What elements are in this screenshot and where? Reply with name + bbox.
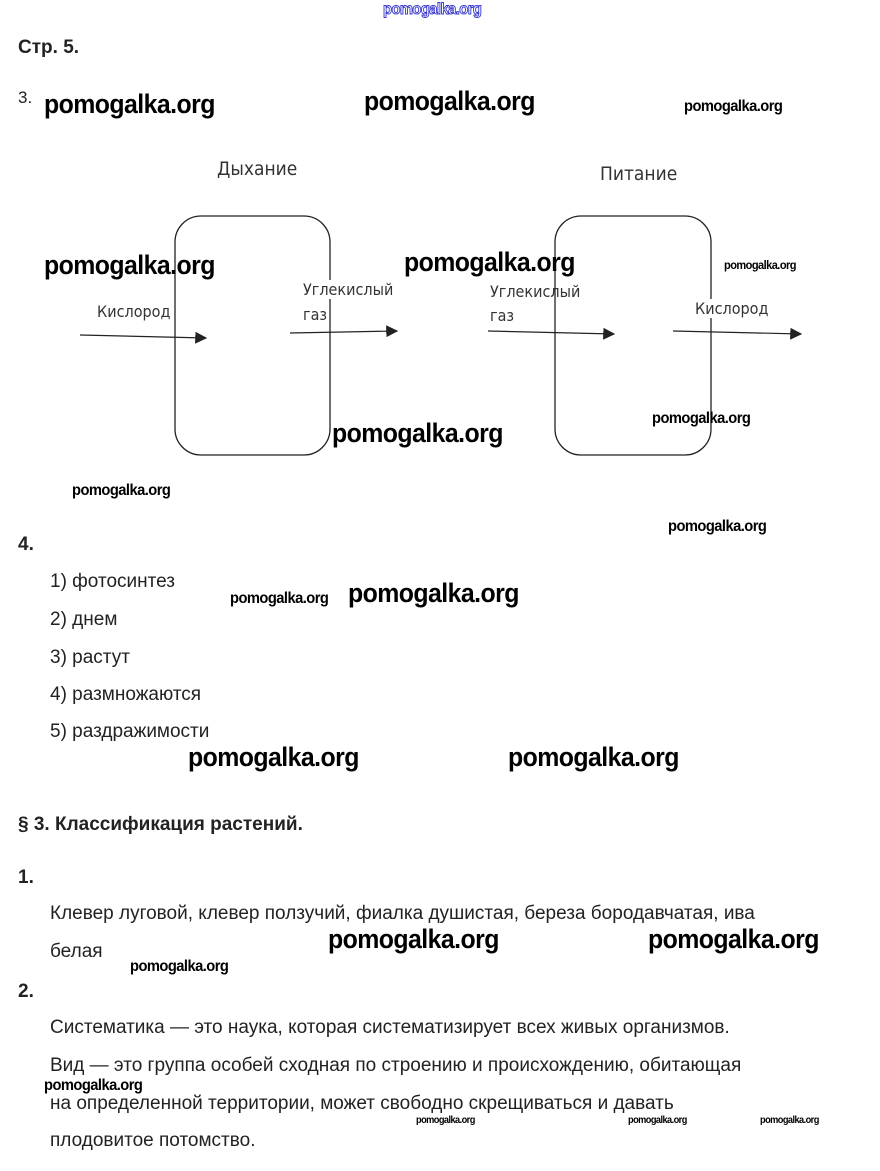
q1-answer-line: Клевер луговой, клевер ползучий, фиалка … bbox=[50, 903, 755, 924]
nutrition-box bbox=[554, 215, 712, 456]
task4-item: 2) днем bbox=[50, 609, 118, 630]
watermark: pomogalka.org bbox=[508, 742, 679, 772]
respiration-title: Дыхание bbox=[217, 158, 298, 181]
q1-number: 1. bbox=[18, 867, 34, 888]
watermark: pomogalka.org bbox=[364, 86, 535, 116]
watermark: pomogalka.org bbox=[332, 418, 503, 448]
watermark: pomogalka.org bbox=[72, 482, 171, 499]
watermark: pomogalka.org bbox=[652, 410, 751, 427]
watermark: pomogalka.org bbox=[760, 1115, 819, 1126]
watermark: pomogalka.org bbox=[668, 518, 767, 535]
nutrition-title: Питание bbox=[600, 163, 678, 186]
watermark: pomogalka.org bbox=[230, 590, 329, 607]
section-title: § 3. Классификация растений. bbox=[18, 814, 303, 835]
respiration-box bbox=[174, 215, 331, 456]
task3-number: 3. bbox=[18, 88, 33, 107]
watermark: pomogalka.org bbox=[628, 1115, 687, 1126]
task4-item: 5) раздражимости bbox=[50, 721, 210, 742]
watermark: pomogalka.org bbox=[348, 578, 519, 608]
watermark: pomogalka.org bbox=[404, 247, 575, 277]
co2-in-arrow bbox=[487, 327, 616, 340]
watermark: pomogalka.org bbox=[648, 924, 819, 954]
watermark: pomogalka.org bbox=[188, 742, 359, 772]
q2-answer-line: Систематика — это наука, которая система… bbox=[50, 1017, 730, 1038]
task4-item: 3) растут bbox=[50, 647, 130, 668]
task4-number: 4. bbox=[18, 534, 34, 555]
watermark: pomogalka.org bbox=[44, 250, 215, 280]
task4-item: 4) размножаются bbox=[50, 684, 202, 705]
watermark: pomogalka.org bbox=[328, 924, 499, 954]
oxygen-out-label: Кислород bbox=[695, 299, 769, 319]
q2-answer-line: Вид — это группа особей сходная по строе… bbox=[50, 1055, 742, 1076]
q2-answer-line: плодовитое потомство. bbox=[50, 1130, 256, 1151]
watermark: pomogalka.org bbox=[684, 98, 783, 115]
q2-number: 2. bbox=[18, 981, 34, 1002]
co2-out-arrow bbox=[289, 325, 399, 338]
co2-out-label-1: Углекислый bbox=[303, 280, 394, 300]
oxygen-in-label: Кислород bbox=[97, 302, 171, 321]
co2-in-label-1: Углекислый bbox=[490, 282, 581, 301]
oxygen-in-arrow bbox=[79, 331, 208, 344]
co2-in-label-2: газ bbox=[490, 306, 515, 325]
oxygen-out-arrow bbox=[672, 327, 803, 340]
co2-out-label-2: газ bbox=[303, 305, 328, 324]
q1-answer-line: белая bbox=[50, 941, 103, 962]
watermark: pomogalka.org bbox=[724, 258, 797, 272]
watermark: pomogalka.org bbox=[44, 1077, 143, 1094]
page-label: Стр. 5. bbox=[18, 37, 80, 58]
watermark: pomogalka.org bbox=[383, 1, 483, 18]
task4-item: 1) фотосинтез bbox=[50, 571, 175, 592]
watermark: pomogalka.org bbox=[416, 1115, 475, 1126]
q2-answer-line: на определенной территории, может свобод… bbox=[50, 1093, 674, 1114]
watermark: pomogalka.org bbox=[130, 958, 229, 975]
watermark: pomogalka.org bbox=[44, 89, 215, 119]
